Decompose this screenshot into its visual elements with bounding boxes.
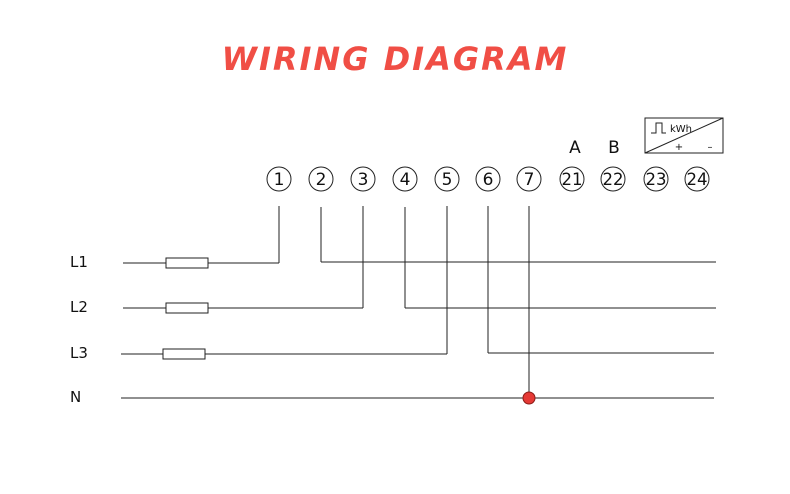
terminal-5-label: 5: [442, 170, 453, 190]
pulse-box-diagonal: [644, 117, 724, 154]
terminal-7-circle: [516, 166, 542, 192]
terminal-3-label: 3: [358, 170, 369, 190]
bus-label-a: A: [569, 138, 581, 158]
terminal-22-circle: [600, 166, 626, 192]
pulse-unit-label: kWh: [670, 124, 692, 135]
pulse-icon: [651, 122, 666, 134]
terminal-23-label: 23: [646, 170, 667, 190]
pulse-plus-label: +: [675, 142, 683, 153]
terminal-21-circle: [559, 166, 585, 192]
pulse-minus-label: –: [708, 142, 713, 153]
terminal-21-label: 21: [562, 170, 583, 190]
terminal-22-label: 22: [603, 170, 624, 190]
line-label-l1: L1: [70, 253, 88, 271]
diagram-title: WIRING DIAGRAM: [221, 40, 569, 78]
terminal-1-circle: [266, 166, 292, 192]
terminal-23-circle: [643, 166, 669, 192]
fuse-l1: [165, 257, 209, 269]
terminal-24-circle: [684, 166, 710, 192]
bus-label-b: B: [608, 138, 620, 158]
terminal-2-circle: [308, 166, 334, 192]
terminal-6-label: 6: [483, 170, 494, 190]
terminal-2-label: 2: [316, 170, 327, 190]
terminal-6-circle: [475, 166, 501, 192]
line-label-n: N: [70, 388, 81, 406]
terminal-7-label: 7: [524, 170, 535, 190]
terminal-4-label: 4: [400, 170, 411, 190]
line-label-l3: L3: [70, 344, 88, 362]
terminal-4-circle: [392, 166, 418, 192]
fuse-l2: [165, 302, 209, 314]
terminal-24-label: 24: [687, 170, 708, 190]
neutral-junction-dot: [522, 391, 536, 405]
terminal-5-circle: [434, 166, 460, 192]
terminal-1-label: 1: [274, 170, 285, 190]
fuse-l3: [162, 348, 206, 360]
pulse-output-box: [644, 117, 724, 154]
line-label-l2: L2: [70, 298, 88, 316]
terminal-3-circle: [350, 166, 376, 192]
